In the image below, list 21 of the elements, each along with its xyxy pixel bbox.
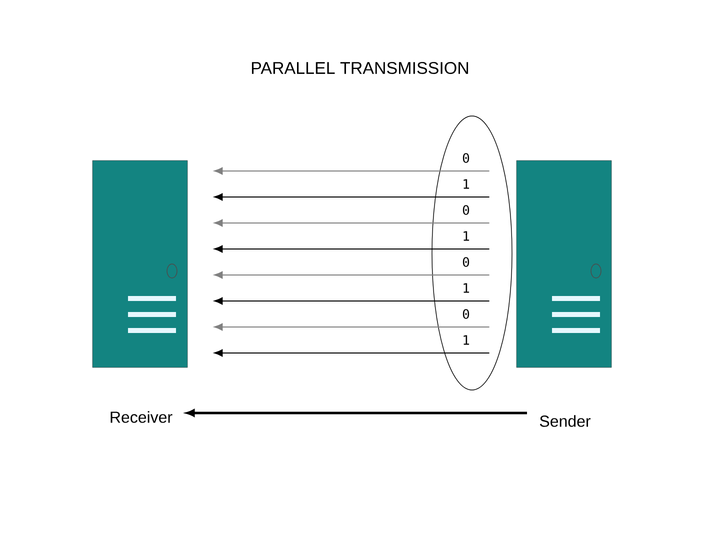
edge-label: 1 [461, 230, 471, 242]
edge-label: 1 [461, 334, 471, 346]
edge-label: 1 [461, 178, 471, 190]
node-label: Receiver [110, 411, 172, 423]
edge-label: 1 [461, 282, 471, 294]
arrow [214, 245, 490, 253]
computer-drawing [92, 160, 188, 368]
edge-label: 0 [461, 204, 471, 216]
arrow [214, 193, 490, 201]
computer-drawing [516, 160, 612, 368]
arrow [214, 271, 490, 279]
arrow [214, 219, 490, 227]
arrow [214, 323, 490, 331]
node-label: Sender [540, 415, 591, 427]
edge-label: 0 [461, 152, 471, 164]
title: PARALLEL TRANSMISSION [252, 62, 468, 74]
arrow [214, 297, 490, 305]
arrow [214, 167, 490, 175]
edge-label: 0 [461, 308, 471, 320]
arrow [214, 349, 490, 357]
edge-label: 0 [461, 256, 471, 268]
